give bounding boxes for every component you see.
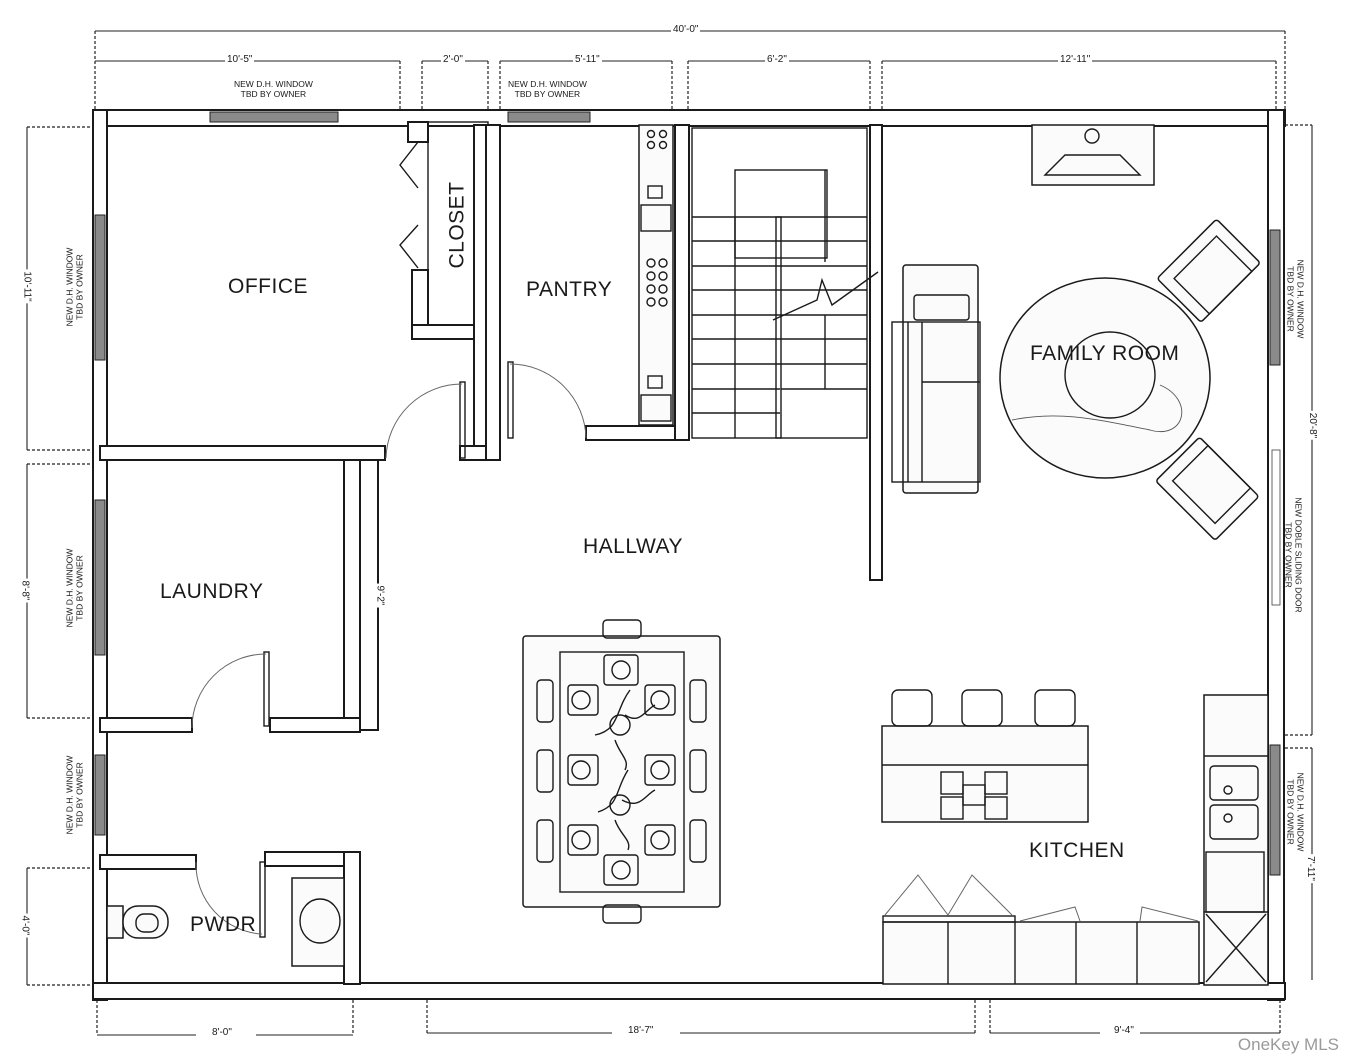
interior-walls [99, 121, 883, 985]
note-window-right-family: NEW D.H. WINDOW TBD BY OWNER [1285, 259, 1306, 339]
dimension-left-laundry: 8'-8" [19, 578, 31, 603]
dimension-left-powder: 4'-0" [19, 913, 31, 938]
dimension-top-family: 12'-11" [1058, 54, 1093, 65]
dining-table [522, 619, 721, 924]
dimension-bottom-left: 8'-0" [210, 1027, 234, 1038]
dimension-right-kitchen: 7'-11" [1304, 854, 1316, 883]
watermark: OneKey MLS [1237, 1035, 1339, 1054]
room-label-office: OFFICE [228, 275, 308, 298]
note-window-left-hall: NEW D.H. WINDOW TBD BY OWNER [64, 755, 85, 835]
dimension-right-family: 20'-8" [1307, 410, 1319, 441]
family-room-furniture [891, 124, 1260, 540]
dimension-overall-width: 40'-0" [671, 24, 701, 35]
dimension-left-office: 10'-11" [21, 269, 33, 304]
dimension-top-stairs: 6'-2" [765, 54, 789, 65]
room-label-pantry: PANTRY [526, 278, 613, 301]
dimension-top-office: 10'-5" [225, 54, 255, 65]
kitchen-fixtures [881, 689, 1269, 986]
doors [191, 141, 587, 938]
note-window-left-office: NEW D.H. WINDOW TBD BY OWNER [64, 247, 85, 327]
dimension-top-pantry: 5'-11" [573, 54, 602, 65]
dimension-bottom-center: 18'-7" [626, 1025, 656, 1036]
pantry-shelving [638, 124, 674, 426]
powder-fixtures [106, 877, 345, 967]
centerpiece-vines [594, 689, 656, 851]
place-settings [567, 654, 676, 886]
dimension-bottom-right: 9'-4" [1112, 1025, 1136, 1036]
dimension-laundry-hall: 9'-2" [374, 583, 386, 608]
cooktop [940, 771, 1008, 820]
note-window-right-kitchen: NEW D.H. WINDOW TBD BY OWNER [1285, 772, 1306, 852]
note-door-right-family: NEW DOBLE SLIDING DOOR TBD BY OWNER [1283, 497, 1304, 613]
room-label-kitchen: KITCHEN [1029, 839, 1125, 862]
room-label-powder: PWDR [190, 913, 257, 936]
dimension-top-closet: 2'-0" [441, 54, 465, 65]
room-label-family-room: FAMILY ROOM [1030, 342, 1180, 365]
note-window-top-pantry: NEW D.H. WINDOW TBD BY OWNER [508, 79, 587, 99]
note-window-left-laundry: NEW D.H. WINDOW TBD BY OWNER [64, 548, 85, 628]
note-window-top-office: NEW D.H. WINDOW TBD BY OWNER [234, 79, 313, 99]
room-label-hallway: HALLWAY [583, 535, 683, 558]
room-label-laundry: LAUNDRY [160, 580, 264, 603]
top-dimensions [94, 30, 1286, 112]
staircase [691, 127, 879, 439]
windows [94, 111, 1281, 876]
room-label-closet: CLOSET [445, 181, 469, 269]
